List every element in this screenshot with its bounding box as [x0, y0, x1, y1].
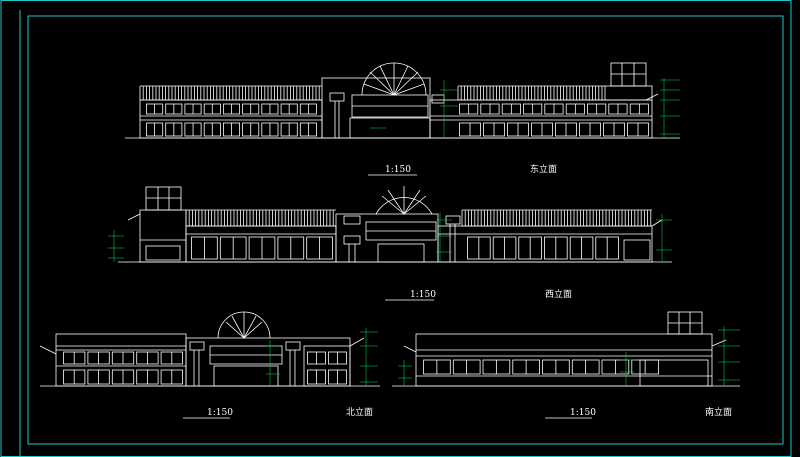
roof-slats: [185, 209, 336, 227]
south-title-block: 1:150 南立面: [545, 406, 732, 419]
east-scale: 1:150: [385, 165, 411, 175]
north-elevation-drawing: [39, 311, 380, 387]
west-title: 西立面: [545, 288, 572, 300]
roof-slats: [457, 85, 605, 101]
window-bays: [307, 369, 347, 385]
south-dimensions: [398, 326, 740, 386]
north-title-block: 1:150 北立面: [183, 406, 373, 419]
window-bays: [146, 103, 317, 115]
east-elevation-drawing: [125, 62, 680, 139]
east-title: 东立面: [530, 163, 557, 175]
window-bays: [191, 236, 333, 260]
south-elevation-drawing: [392, 311, 740, 387]
window-bays: [63, 369, 183, 385]
north-title: 北立面: [346, 406, 373, 418]
roof-slats: [139, 85, 322, 101]
window-bays: [467, 236, 619, 260]
window-bays: [423, 359, 659, 375]
roof-slats: [461, 209, 652, 227]
south-title: 南立面: [705, 406, 732, 418]
south-scale: 1:150: [570, 408, 596, 418]
window-bays: [459, 122, 649, 137]
window-bays: [307, 351, 347, 365]
west-elevation-drawing: [118, 186, 672, 263]
window-bays: [146, 122, 317, 137]
west-scale: 1:150: [410, 290, 436, 300]
west-title-block: 1:150 西立面: [385, 288, 572, 301]
window-bays: [63, 351, 183, 365]
window-bays: [459, 103, 649, 115]
north-scale: 1:150: [207, 408, 233, 418]
east-dimensions: [370, 78, 680, 138]
north-dimensions: [266, 328, 378, 386]
west-dimensions: [108, 212, 672, 262]
east-title-block: 1:150 东立面: [368, 163, 557, 176]
